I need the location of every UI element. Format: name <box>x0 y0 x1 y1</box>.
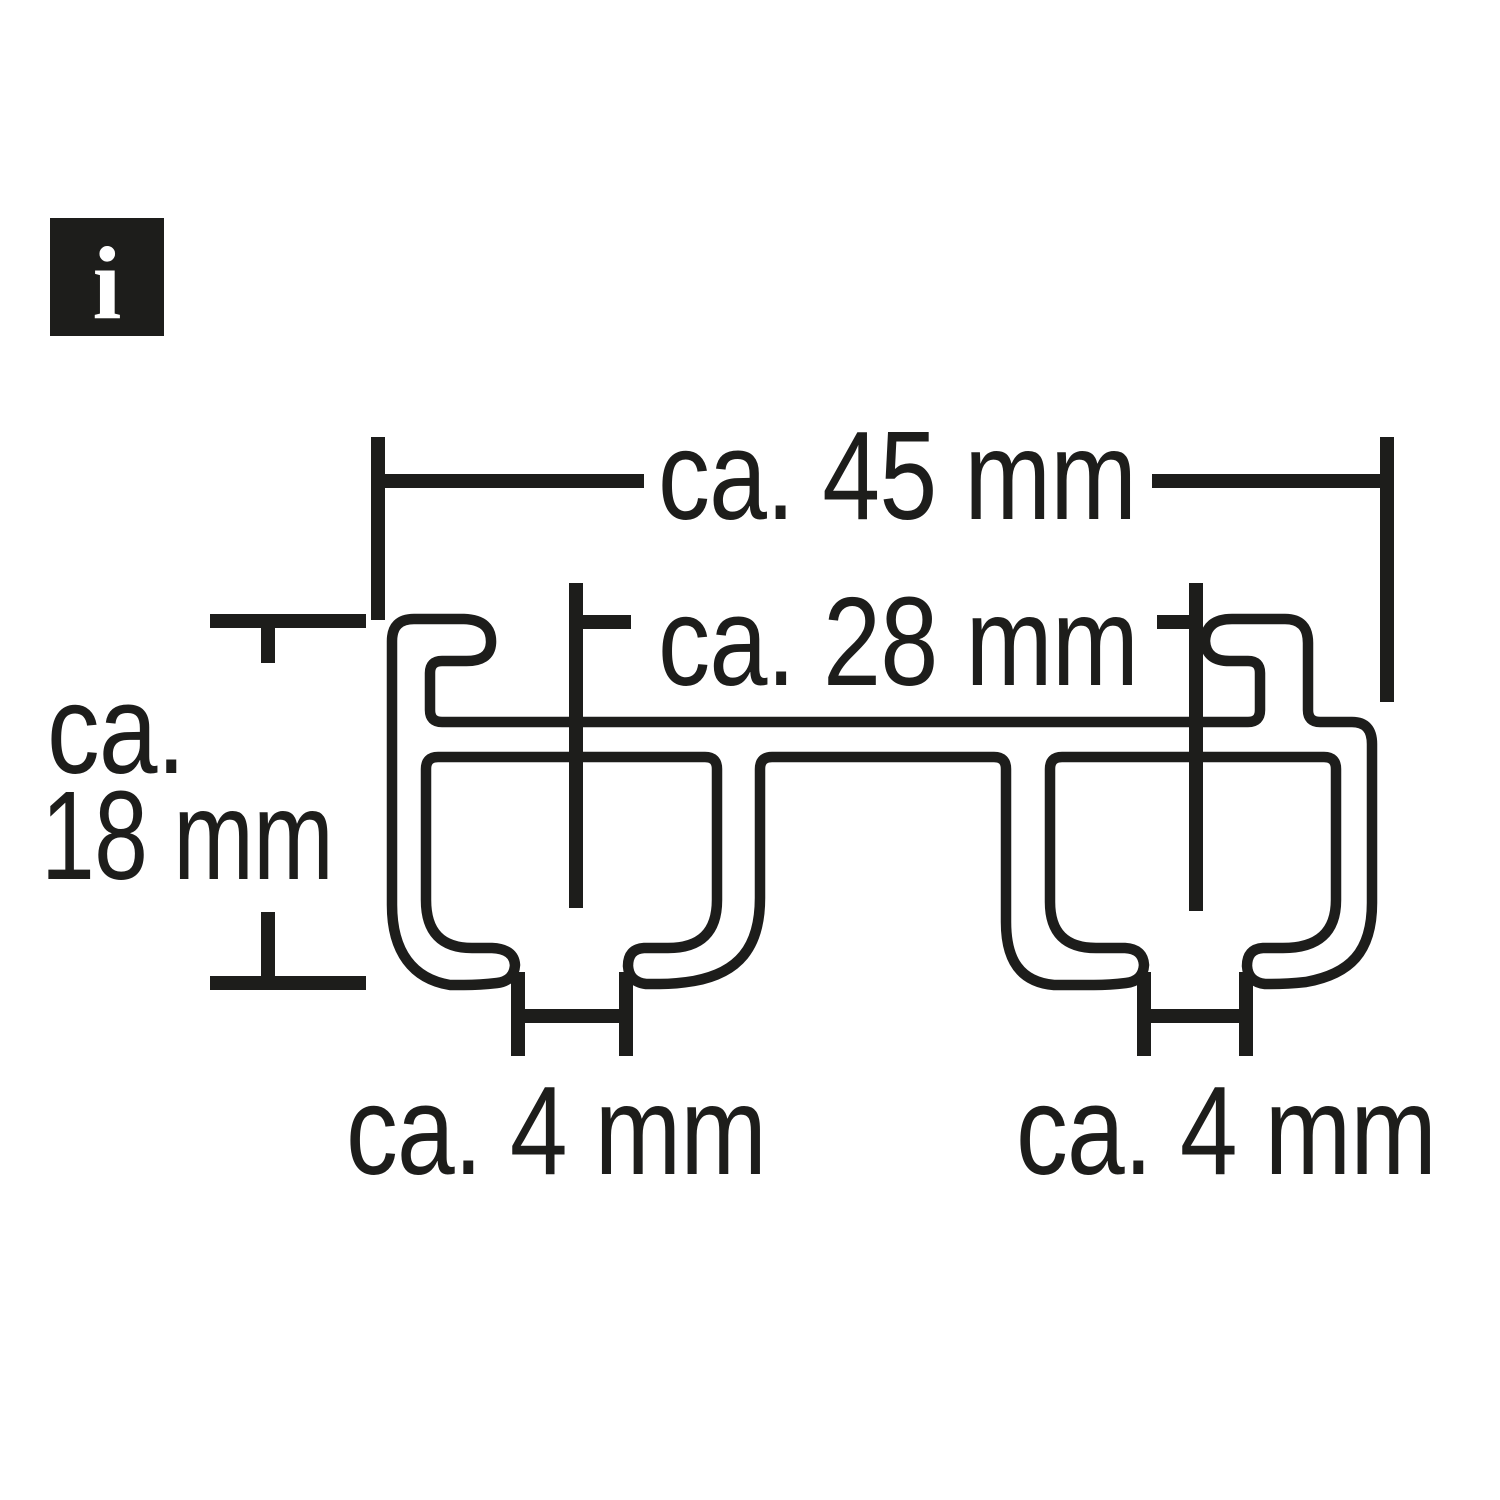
info-icon-box <box>50 218 164 336</box>
slot-right-label: ca. 4 mm <box>1016 1060 1436 1201</box>
profile-cross-section <box>386 613 1378 991</box>
dimension-slot-left <box>511 972 633 1056</box>
dimension-slot-right <box>1137 972 1253 1056</box>
info-icon-glyph: i <box>93 226 122 341</box>
profile-outline <box>386 613 1378 991</box>
dimension-track-spacing <box>569 583 1203 911</box>
slot-left-label: ca. 4 mm <box>346 1060 766 1201</box>
profile-height-label-line1: ca. <box>47 659 185 800</box>
dimension-profile-height <box>210 614 366 990</box>
track-spacing-label: ca. 28 mm <box>658 571 1138 712</box>
profile-height-label-line2: 18 mm <box>41 765 333 906</box>
overall-width-label: ca. 45 mm <box>658 405 1136 546</box>
info-icon: i <box>50 218 164 341</box>
dimension-overall-width <box>371 437 1394 702</box>
